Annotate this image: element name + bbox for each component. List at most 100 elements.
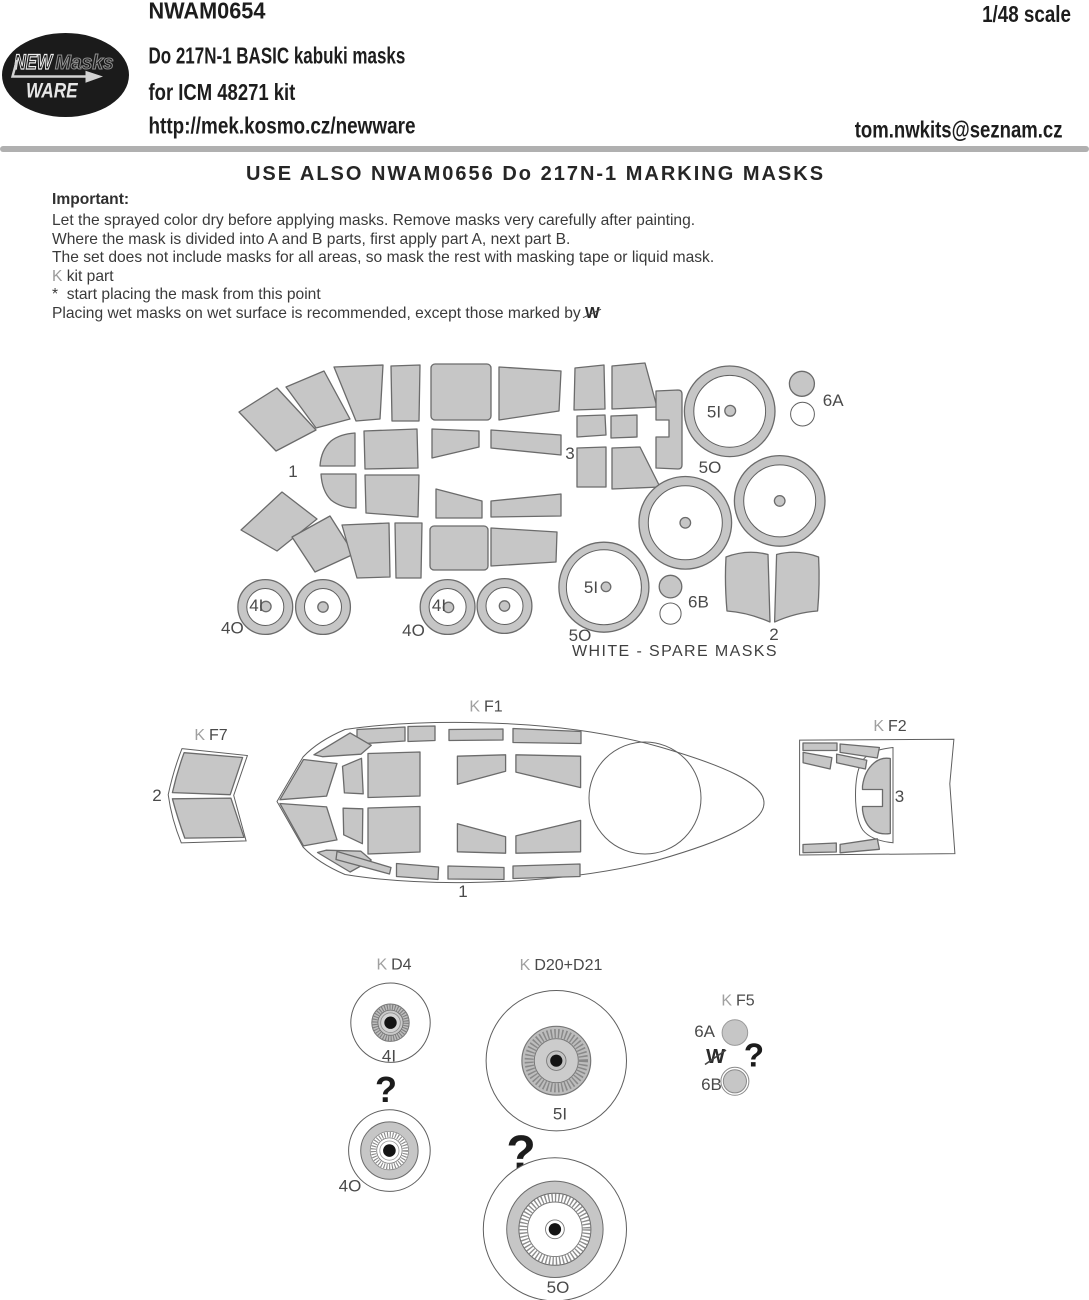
logo-arrow-icon <box>10 59 103 83</box>
header-email: tom.nwkits@seznam.cz <box>855 118 1063 144</box>
mask-shape <box>171 752 244 796</box>
mask-shape <box>240 491 318 552</box>
mask-shape <box>238 387 317 452</box>
header-subtitle-1: Do 217N-1 BASIC kabuki masks <box>149 43 406 69</box>
header-subtitle-2: for ICM 48271 kit <box>149 80 296 106</box>
wheel-ring <box>237 578 294 636</box>
disc-6B: 6B <box>658 574 709 625</box>
mask-shape <box>839 838 881 854</box>
instruction-line-star: * start placing the mask from this point <box>52 286 321 303</box>
wheel-ring <box>294 578 352 636</box>
ring-plain-center <box>638 475 733 570</box>
mask-shape <box>498 366 562 421</box>
kf7-part-label: 2 <box>152 786 161 805</box>
logo-word-masks: Masks <box>55 52 114 74</box>
kf7-title-name: F7 <box>209 727 228 744</box>
mask-shape <box>724 551 771 623</box>
kf2-part-label: 3 <box>895 787 904 806</box>
kf2-sheet-outline <box>799 738 956 856</box>
book-masks-2: 2 <box>724 551 820 644</box>
mask-shape <box>802 842 837 854</box>
newware-logo-icon: NEW Masks WARE <box>2 33 129 117</box>
kf7-title-k: K <box>194 727 205 744</box>
ring-5O-bottom-label: 5O <box>569 626 592 645</box>
ring-5I-label: 5I <box>707 403 721 422</box>
mask-shape <box>655 389 683 470</box>
mask-shape <box>364 474 420 518</box>
kf5-6A-label: 6A <box>694 1022 715 1041</box>
kd4-4O-label: 4O <box>339 1177 362 1196</box>
kf1-part-label: 1 <box>458 882 467 901</box>
mask-shape <box>490 493 562 518</box>
kf5-question-mark: ? <box>744 1037 764 1074</box>
kd20-title-k: K <box>520 957 531 974</box>
kf5-title-k: K <box>721 993 732 1010</box>
mask-shape <box>573 364 606 411</box>
kf1-title-k: K <box>469 699 480 716</box>
mask-shape <box>279 802 338 847</box>
book-2-label: 2 <box>769 625 778 644</box>
instructions-block: Important: Let the sprayed color dry bef… <box>52 191 952 323</box>
wheel-4I-diagram: 4I <box>350 982 431 1066</box>
header-divider <box>0 146 1089 152</box>
mask-shape <box>611 362 658 410</box>
mask-shape <box>456 823 507 854</box>
wet-mask-symbol: W <box>585 304 600 322</box>
instruction-line: Let the sprayed color dry before applyin… <box>52 212 696 229</box>
mask-shape <box>773 551 820 623</box>
disc-6A: 6A <box>788 370 844 427</box>
instruction-line: The set does not include masks for all a… <box>52 249 715 266</box>
wheel-4I-label: 4I <box>249 596 263 615</box>
logo-word-ware: WARE <box>26 80 79 103</box>
mask-shape <box>490 527 558 567</box>
wheel-5I-diagram: 5I <box>485 989 627 1132</box>
kd4-question-mark: ? <box>375 1069 397 1110</box>
mask-shape <box>802 751 833 770</box>
mask-shape <box>431 428 480 459</box>
mask-shape <box>435 488 483 519</box>
ring-hub-dot <box>773 494 786 507</box>
ring-5O-label: 5O <box>699 458 722 477</box>
instruction-line-kit: K kit part <box>52 268 952 287</box>
kd20-title-name: D20+D21 <box>534 957 602 974</box>
mask-shape <box>861 757 891 835</box>
kf5-wet-symbol: W <box>704 1046 727 1068</box>
header-website: http://mek.kosmo.cz/newware <box>149 113 416 139</box>
wheel-4O-label: 4O <box>402 621 425 640</box>
instruction-line: Where the mask is divided into A and B p… <box>52 230 571 248</box>
product-code: NWAM0654 <box>149 0 266 24</box>
mask-shape <box>333 364 384 422</box>
header: NEW Masks WARE NWAM0654 Do 217N-1 BASIC … <box>2 0 1071 144</box>
kf1-circle-cutout <box>588 741 702 855</box>
kf5-disc-6A <box>721 1019 749 1046</box>
wheel-4O-diagram: 4O <box>339 1109 431 1196</box>
mask-shape <box>342 807 364 845</box>
kit-part-symbol: K <box>52 267 63 285</box>
mask-shape <box>285 370 351 429</box>
mask-diagrams: 1 3 5I 5O 6A <box>152 362 956 1300</box>
mask-shape <box>313 732 372 758</box>
mask-shape <box>341 522 391 579</box>
mask-shape <box>319 432 356 467</box>
mask-shape <box>576 414 607 438</box>
mask-shape <box>576 446 607 488</box>
mask-shape <box>430 363 492 421</box>
ring-5I-top: 5I <box>683 365 776 458</box>
wheel-4O-label: 4O <box>221 619 244 638</box>
mask-shape <box>171 797 245 839</box>
sprue-part-3-label: 3 <box>565 444 574 463</box>
wheel-5O-diagram: 5O <box>482 1157 627 1300</box>
mask-shape <box>367 751 421 799</box>
mask-shape <box>363 428 419 470</box>
wheel-4I-label: 4I <box>432 596 446 615</box>
disc-6A-gray <box>788 370 816 397</box>
kf1-outline <box>276 721 765 884</box>
disc-6B-gray <box>658 574 683 599</box>
kf2-title-k: K <box>873 718 884 735</box>
mask-shape <box>611 446 661 490</box>
